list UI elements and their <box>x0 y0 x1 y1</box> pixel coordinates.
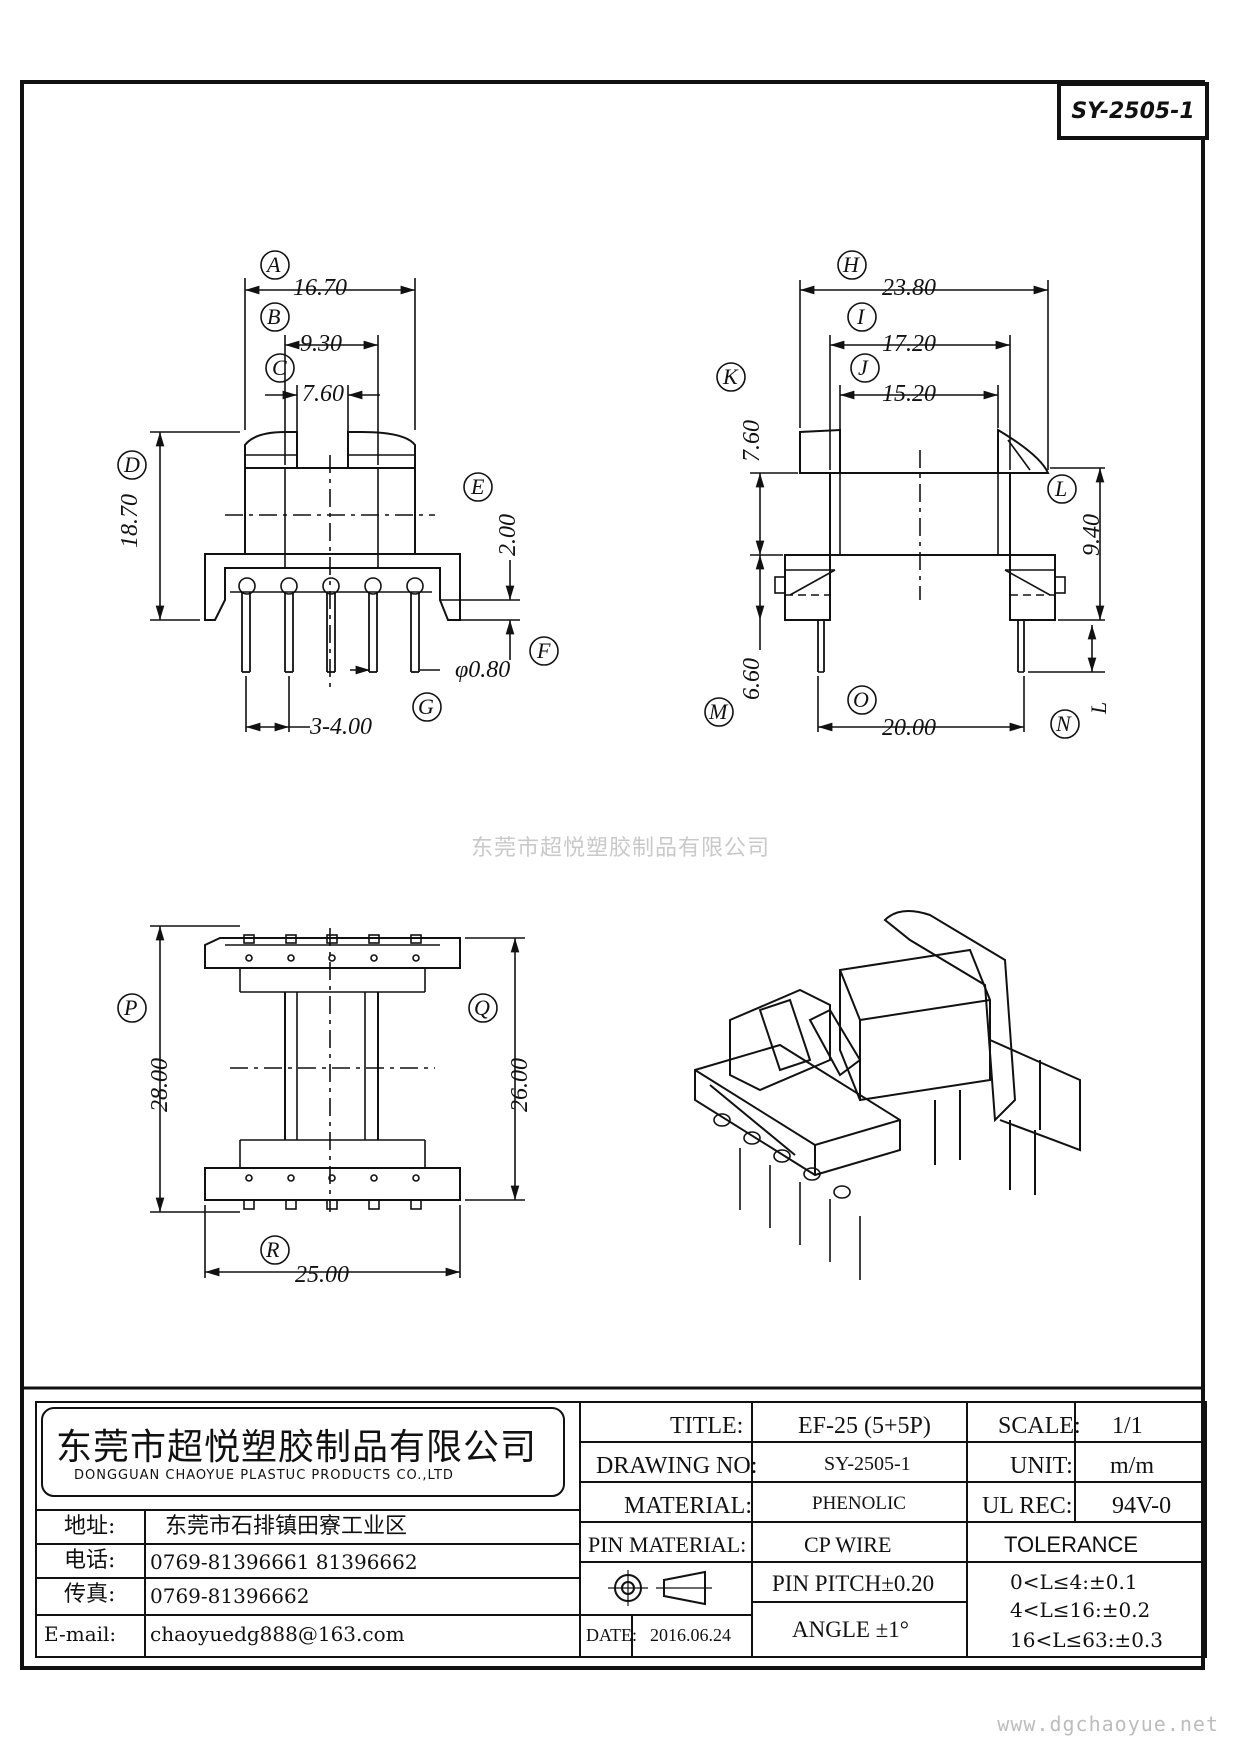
balloon-O: O <box>853 687 869 712</box>
unit-label: UNIT: <box>1010 1453 1073 1479</box>
isometric-view <box>694 910 1081 1280</box>
dim-E: 2.00 <box>495 514 521 556</box>
balloon-K: K <box>723 364 738 389</box>
ul-value: 94V-0 <box>1112 1493 1172 1519</box>
dim-J: 15.20 <box>882 381 936 407</box>
front-pins <box>241 592 420 673</box>
date-label: DATE: <box>586 1625 637 1645</box>
unit-value: m/m <box>1110 1453 1155 1479</box>
email-value: chaoyuedg888@163.com <box>150 1622 405 1646</box>
drawing-number-box: SY-2505-1 <box>1057 82 1209 140</box>
dim-F: φ0.80 <box>455 657 511 683</box>
scale-label: SCALE: <box>998 1413 1081 1439</box>
dim-K: 7.60 <box>739 420 765 462</box>
watermark: 东莞市超悦塑胶制品有限公司 <box>470 836 770 861</box>
bottom-bottom-rail <box>204 1140 461 1210</box>
balloon-C: C <box>272 355 287 380</box>
tolerance-3: 16<L≤63:±0.3 <box>1010 1628 1163 1652</box>
bottom-top-rail <box>204 934 461 992</box>
dim-I: 17.20 <box>882 331 936 357</box>
balloon-B: B <box>267 304 281 329</box>
dim-Q: 26.00 <box>507 1058 533 1112</box>
front-view <box>150 278 520 732</box>
website: www.dgchaoyue.net <box>997 1712 1219 1736</box>
material-label: MATERIAL: <box>624 1493 752 1519</box>
dim-D: 18.70 <box>117 494 143 548</box>
balloon-M: M <box>709 699 728 724</box>
balloon-G: G <box>418 694 434 719</box>
bottom-body <box>230 928 435 1212</box>
balloon-A: A <box>267 252 281 277</box>
balloon-P: P <box>124 995 138 1020</box>
side-view <box>750 280 1105 732</box>
dim-P: 28.00 <box>147 1058 173 1112</box>
dim-H: 23.80 <box>882 275 936 301</box>
scale-value: 1/1 <box>1112 1413 1143 1439</box>
dim-G: 3-4.00 <box>310 714 372 740</box>
balloon-N: N <box>1056 711 1071 736</box>
bottom-view <box>150 925 525 1278</box>
balloon-J: J <box>858 355 868 380</box>
address-label: 地址: <box>64 1514 116 1539</box>
dim-N: L <box>1086 701 1111 714</box>
title-label: TITLE: <box>670 1413 744 1439</box>
drawing-no-value: SY-2505-1 <box>824 1453 911 1475</box>
fax-label: 传真: <box>64 1582 116 1607</box>
balloon-R: R <box>266 1237 280 1262</box>
ul-label: UL REC: <box>982 1493 1073 1519</box>
drawing-no-label: DRAWING NO: <box>596 1453 758 1479</box>
dim-C: 7.60 <box>302 381 344 407</box>
dim-B: 9.30 <box>300 331 342 357</box>
angle: ANGLE ±1° <box>792 1617 909 1642</box>
material-value: PHENOLIC <box>812 1493 906 1514</box>
email-label: E-mail: <box>44 1622 117 1646</box>
phone-value: 0769-81396661 81396662 <box>150 1550 418 1574</box>
company-name-en: DONGGUAN CHAOYUE PLASTUC PRODUCTS CO.,LT… <box>74 1468 454 1483</box>
address-value: 东莞市石排镇田寮工业区 <box>165 1514 408 1539</box>
date-value: 2016.06.24 <box>650 1625 731 1645</box>
balloon-D: D <box>124 452 140 477</box>
company-name-cn: 东莞市超悦塑胶制品有限公司 <box>56 1427 538 1468</box>
drawing-frame <box>20 80 1205 1670</box>
pin-material-label: PIN MATERIAL: <box>588 1532 747 1557</box>
dimension-balloons <box>117 250 1080 1265</box>
balloon-H: H <box>843 252 859 277</box>
dim-M: 6.60 <box>739 658 765 700</box>
tolerance-2: 4<L≤16:±0.2 <box>1010 1598 1151 1622</box>
title-block-grid <box>20 1386 1207 1658</box>
drawing-number: SY-2505-1 <box>1071 98 1195 124</box>
pin-pitch: PIN PITCH±0.20 <box>772 1571 935 1596</box>
dim-R: 25.00 <box>295 1262 349 1288</box>
front-pin-holes <box>238 577 424 595</box>
balloon-I: I <box>857 304 865 329</box>
dim-A: 16.70 <box>293 275 347 301</box>
balloon-F: F <box>537 638 551 663</box>
tolerance-label: TOLERANCE <box>1004 1532 1139 1557</box>
dim-O: 20.00 <box>882 715 936 741</box>
tolerance-1: 0<L≤4:±0.1 <box>1010 1570 1138 1594</box>
fax-value: 0769-81396662 <box>150 1584 310 1608</box>
title-value: EF-25 (5+5P) <box>798 1413 931 1439</box>
balloon-Q: Q <box>474 995 490 1020</box>
dim-L: 9.40 <box>1079 514 1105 556</box>
balloon-E: E <box>471 474 485 499</box>
pin-material-value: CP WIRE <box>804 1532 892 1557</box>
phone-label: 电话: <box>64 1548 116 1573</box>
balloon-L: L <box>1055 476 1068 501</box>
